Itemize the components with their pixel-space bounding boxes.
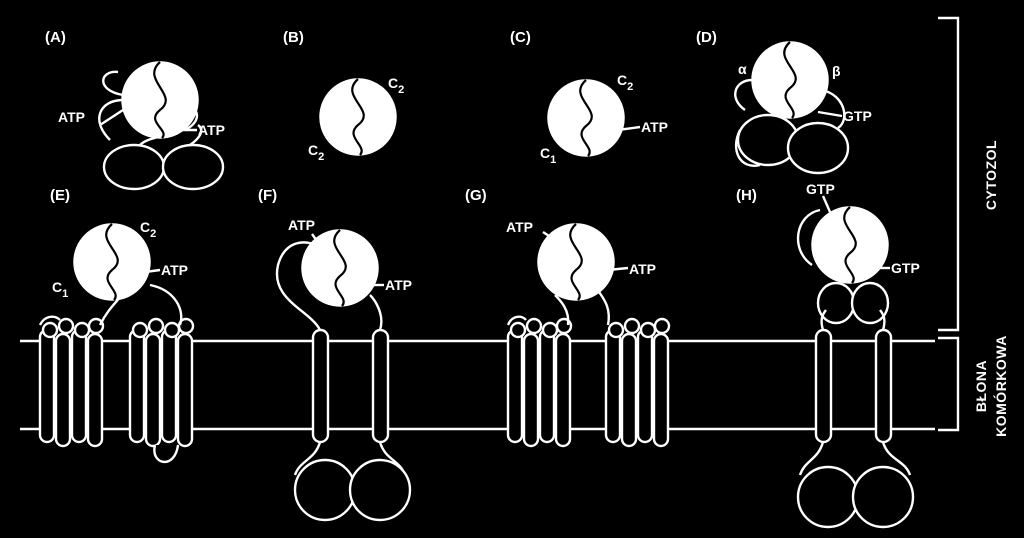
panel-d-strand <box>734 129 761 167</box>
panel-a-site-right: ATP <box>198 122 225 138</box>
panel-h-extracellular-right <box>851 465 915 529</box>
panel-a-label: (A) <box>45 29 66 46</box>
panel-d-alpha: α <box>738 61 747 77</box>
panel-d-beta-linker <box>821 88 846 129</box>
panel-h-linker <box>796 208 821 266</box>
panel-b-label: (B) <box>283 29 304 46</box>
panel-h-tm-helix-left <box>814 328 833 444</box>
panel-a-lobe-left <box>102 143 166 191</box>
panel-h-site-right: GTP <box>891 260 920 276</box>
panel-b-c2-top: C2 <box>388 75 404 96</box>
panel-e-catalytic-core <box>73 223 151 301</box>
panel-b-catalytic-core <box>319 78 397 156</box>
panel-f-pointer-left <box>311 233 323 249</box>
panel-f-tm-helix-right <box>371 328 390 444</box>
panel-a-catalytic-core <box>121 61 199 139</box>
panel-g-pointer-right <box>607 266 629 272</box>
panel-a-pointer-left <box>99 108 124 127</box>
panel-g-n-tail <box>506 315 527 326</box>
panel-e-c2: C2 <box>140 219 156 240</box>
panel-h-tm-helix-right <box>874 328 893 444</box>
panel-h-extracellular-left <box>796 465 860 529</box>
panel-d: (D) α β GTP <box>696 29 872 175</box>
panel-d-site: GTP <box>843 108 872 124</box>
membrane-label-line1: BŁONA <box>973 360 989 412</box>
panel-h: (H) GTP GTP <box>736 181 920 529</box>
panel-g-pointer-left <box>542 231 556 241</box>
panel-g-catalytic-core <box>537 223 615 301</box>
panel-a-site-left: ATP <box>58 109 85 125</box>
membrane-label-line2: KOMÓRKOWA <box>992 335 1009 437</box>
panel-e-linker-right <box>149 283 183 326</box>
panel-a-lobe-right <box>161 143 225 191</box>
panel-h-lobe-right <box>850 281 890 325</box>
panel-d-lobe-right <box>786 121 850 175</box>
membrane-bracket <box>938 336 960 432</box>
panel-f-stalk-left <box>293 441 322 476</box>
panel-d-label: (D) <box>696 29 717 46</box>
panel-c-c2: C2 <box>617 72 633 93</box>
panel-h-stalk-right <box>879 309 886 331</box>
panel-d-beta: β <box>832 63 841 79</box>
panel-g: (G) ATP ATP <box>465 187 671 448</box>
panel-d-catalytic-core <box>751 41 829 119</box>
panel-c: (C) C2 ATP C1 <box>510 29 668 166</box>
panel-g-site-right: ATP <box>629 261 656 277</box>
panel-f-site-left: ATP <box>288 217 315 233</box>
panel-a: (A) ATP ATP <box>45 29 225 191</box>
panel-h-ext-stalk-left <box>798 441 825 476</box>
panel-g-tm-bundle-left <box>506 317 573 448</box>
panel-e: (E) C2 ATP C1 <box>38 187 195 464</box>
panel-f-catalytic-core <box>301 229 379 307</box>
panel-h-label: (H) <box>736 187 757 204</box>
panel-b: (B) C2 C2 <box>283 29 404 163</box>
panel-a-linker-left2 <box>98 98 124 141</box>
panel-g-site-left: ATP <box>506 219 533 235</box>
panel-g-tm-bundle-right <box>604 317 671 448</box>
panel-a-linker-left <box>102 70 124 97</box>
panel-g-label: (G) <box>465 187 487 204</box>
region-brackets: CYTOZOL BŁONA KOMÓRKOWA <box>938 16 1009 437</box>
panel-h-ext-stalk-right <box>881 441 912 476</box>
panel-f-extracellular-left <box>293 458 357 522</box>
panel-g-linker-right <box>596 289 610 326</box>
panel-h-catalytic-core <box>811 206 889 284</box>
panel-h-site-top: GTP <box>806 181 835 197</box>
panel-b-c2-bottom: C2 <box>308 142 324 163</box>
panel-e-n-tail <box>38 315 61 326</box>
panel-f-extracellular-right <box>348 458 412 522</box>
cytosol-bracket <box>938 16 960 332</box>
cytosol-label: CYTOZOL <box>983 140 999 210</box>
panel-c-pointer <box>617 125 641 132</box>
panel-e-site: ATP <box>161 262 188 278</box>
panel-g-linker-left <box>554 294 570 326</box>
panel-c-label: (C) <box>510 29 531 46</box>
panel-f-site-right: ATP <box>385 277 412 293</box>
panel-e-c1: C1 <box>52 279 68 300</box>
panel-f-label: (F) <box>258 187 277 204</box>
panel-e-label: (E) <box>50 187 70 204</box>
panel-e-pointer <box>144 268 161 274</box>
panel-e-tm-bundle-left <box>38 317 105 448</box>
panel-d-pointer <box>817 110 843 118</box>
panel-d-alpha-linker <box>734 78 753 111</box>
panel-f-tm-helix-left <box>311 328 330 444</box>
panel-e-tm-bundle-right <box>128 317 195 464</box>
panel-h-pointer-top <box>821 195 832 213</box>
panel-a-stalk-right <box>189 124 203 146</box>
panel-c-c1: C1 <box>540 145 556 166</box>
panel-c-catalytic-core <box>547 79 625 157</box>
panel-f-linker-right <box>369 294 383 331</box>
panel-c-site: ATP <box>641 119 668 135</box>
panel-f-linker-left <box>275 241 322 331</box>
panel-f: (F) ATP ATP <box>258 187 412 522</box>
panel-h-stalk-left <box>820 309 827 331</box>
